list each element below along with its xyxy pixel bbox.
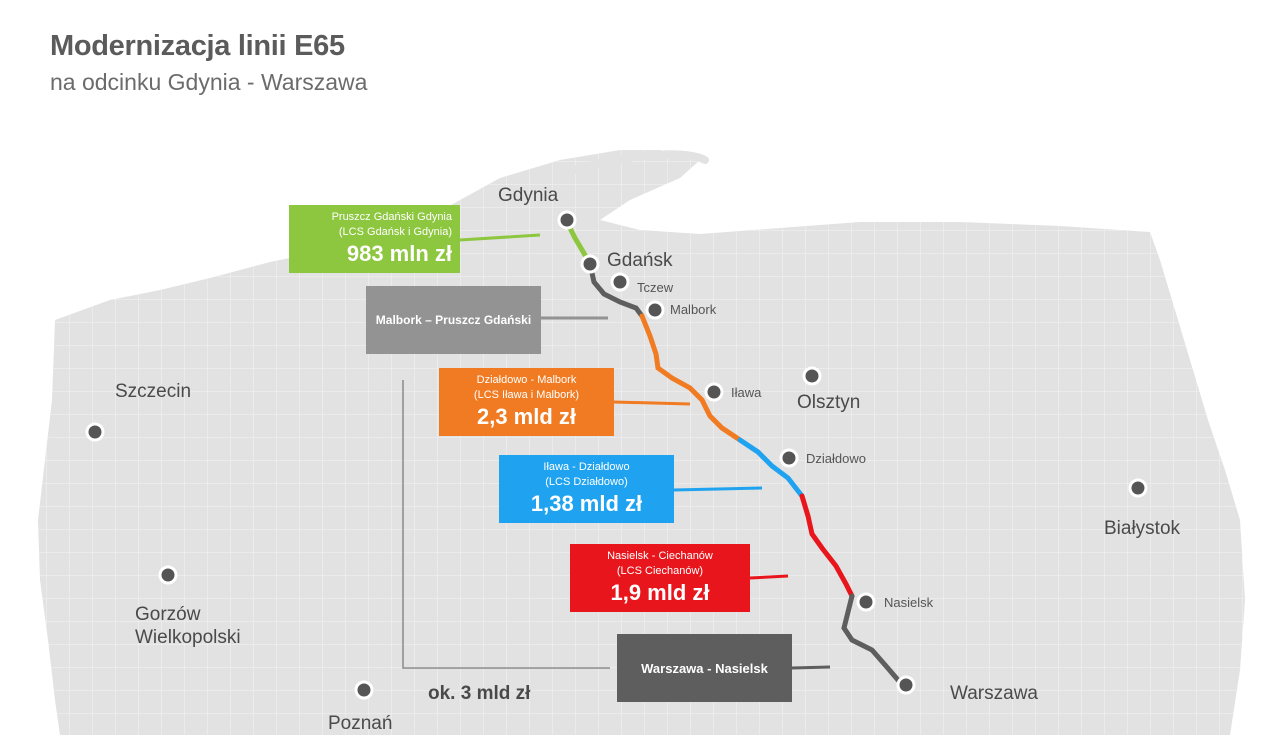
pointer-nasielsk — [749, 574, 789, 580]
callout-gdynia: Pruszcz Gdański Gdynia (LCS Gdańsk i Gdy… — [289, 205, 460, 273]
dot-szczecin — [85, 422, 105, 442]
pointer-dzialdowo-malbork — [613, 400, 691, 406]
label-warszawa: Warszawa — [950, 683, 1038, 704]
callout-malbork: Malbork – Pruszcz Gdański — [366, 286, 541, 354]
dot-nasielsk — [856, 592, 876, 612]
route-ilawa-dzialdowo — [737, 437, 805, 499]
page-subtitle: na odcinku Gdynia - Warszawa — [50, 69, 368, 95]
callout-ilawa-dzialdowo: Iława - Działdowo (LCS Działdowo) 1,38 m… — [499, 455, 674, 523]
dot-gorzow — [158, 565, 178, 585]
page-title: Modernizacja linii E65 — [50, 30, 345, 62]
dot-tczew — [610, 272, 630, 292]
callout-gdynia-cost: 983 mln zł — [346, 241, 452, 266]
label-ilawa: Iława — [731, 385, 762, 400]
dot-dzialdowo — [779, 448, 799, 468]
callout-nasielsk-cost: 1,9 mld zł — [610, 580, 710, 605]
hel-peninsula — [556, 150, 709, 179]
callout-dzialdowo-malbork-line1: Działdowo - Malbork — [476, 374, 577, 386]
label-malbork: Malbork — [670, 302, 717, 317]
pointer-warszawa — [791, 665, 831, 670]
city-dots — [85, 210, 1148, 700]
label-bialystok: Białystok — [1104, 518, 1181, 539]
label-tczew: Tczew — [637, 280, 674, 295]
callout-warszawa-label: Warszawa - Nasielsk — [641, 660, 768, 676]
route-nasielsk-warszawa — [841, 593, 909, 689]
callout-ilawa-dzialdowo-line2: (LCS Działdowo) — [545, 476, 628, 488]
pointer-ilawa-dzialdowo — [673, 486, 763, 492]
callout-ilawa-dzialdowo-line1: Iława - Działdowo — [543, 461, 630, 473]
callout-dzialdowo-malbork-line2: (LCS Iława i Malbork) — [473, 389, 580, 401]
label-nasielsk: Nasielsk — [884, 595, 934, 610]
pointer-gdynia — [459, 233, 541, 242]
route-gdansk-malbork — [587, 261, 645, 319]
dot-malbork — [645, 300, 665, 320]
dot-warszawa — [896, 675, 916, 695]
label-gdansk: Gdańsk — [607, 250, 673, 271]
dot-gdynia — [557, 210, 577, 230]
route-dzialdowo-nasielsk — [799, 493, 855, 599]
callout-warszawa-nasielsk: Warszawa - Nasielsk — [617, 634, 792, 702]
label-gorzow-line2: Wielkopolski — [135, 627, 241, 648]
callout-gdynia-line2: (LCS Gdańsk i Gdynia) — [338, 226, 452, 238]
callout-dzialdowo-malbork: Działdowo - Malbork (LCS Iława i Malbork… — [439, 368, 614, 436]
callout-nasielsk-ciechanow: Nasielsk - Ciechanów (LCS Ciechanów) 1,9… — [570, 544, 750, 612]
route-malbork-ilawa — [639, 313, 743, 443]
label-dzialdowo: Działdowo — [806, 451, 866, 466]
dot-ilawa — [704, 382, 724, 402]
label-poznan: Poznań — [328, 713, 393, 734]
callout-ilawa-dzialdowo-cost: 1,38 mld zł — [530, 491, 643, 516]
label-olsztyn: Olsztyn — [797, 392, 861, 413]
callout-malbork-label: Malbork – Pruszcz Gdański — [375, 313, 532, 327]
label-szczecin: Szczecin — [115, 381, 192, 402]
dot-bialystok — [1128, 478, 1148, 498]
label-gdynia: Gdynia — [498, 185, 559, 206]
bracket-line — [402, 380, 610, 669]
dot-gdansk — [580, 254, 600, 274]
callout-nasielsk-line2: (LCS Ciechanów) — [616, 565, 704, 577]
dot-olsztyn — [802, 366, 822, 386]
callout-nasielsk-line1: Nasielsk - Ciechanów — [607, 550, 713, 562]
bracket-total-label: ok. 3 mld zł — [428, 683, 531, 704]
callout-gdynia-line1: Pruszcz Gdański Gdynia — [331, 211, 452, 223]
dot-poznan — [354, 680, 374, 700]
label-gorzow-line1: Gorzów — [135, 604, 201, 625]
callout-dzialdowo-malbork-cost: 2,3 mld zł — [476, 404, 577, 429]
